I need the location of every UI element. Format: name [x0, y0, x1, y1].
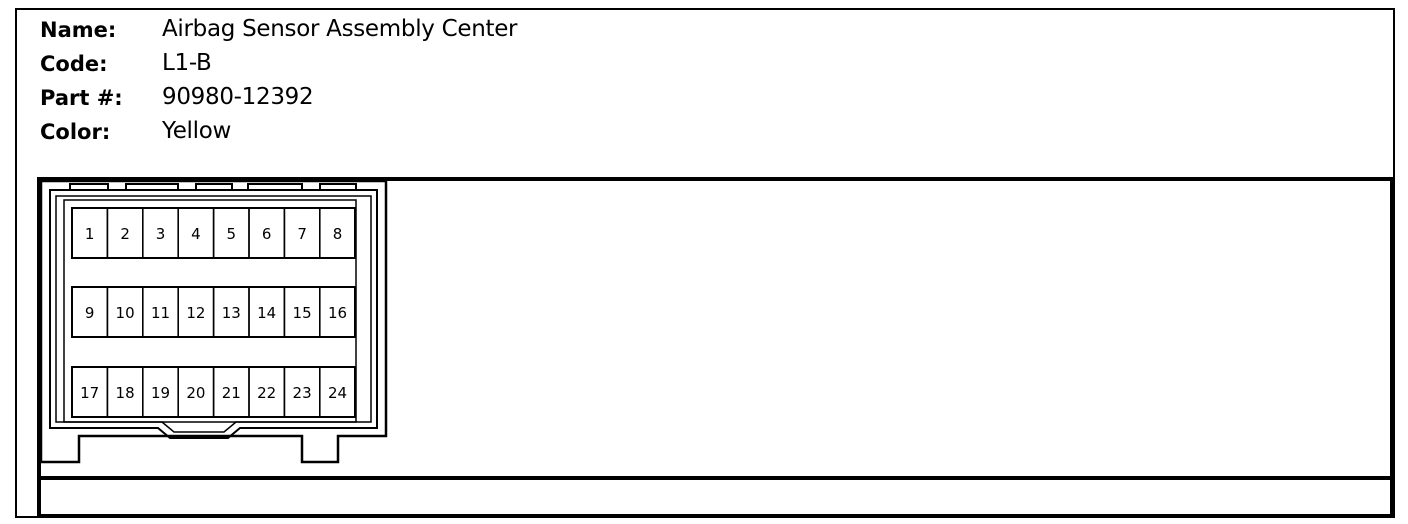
part-value: 90980-12392 [162, 84, 314, 110]
part-label: Part #: [40, 86, 123, 110]
color-value: Yellow [162, 118, 232, 144]
code-label: Code: [40, 52, 108, 76]
name-value: Airbag Sensor Assembly Center [162, 16, 518, 42]
pin-number-5: 5 [227, 225, 237, 243]
pin-number-19: 19 [151, 384, 170, 402]
pin-number-16: 16 [328, 304, 347, 322]
pin-number-4: 4 [191, 225, 201, 243]
name-label: Name: [40, 18, 117, 42]
name-row: Name: Airbag Sensor Assembly Center [40, 14, 740, 48]
pin-number-12: 12 [186, 304, 205, 322]
pin-number-22: 22 [257, 384, 276, 402]
color-row: Color: Yellow [40, 116, 740, 150]
pin-cavity-16 [319, 286, 356, 338]
code-value: L1-B [162, 50, 212, 76]
pin-number-13: 13 [222, 304, 241, 322]
pin-number-15: 15 [293, 304, 312, 322]
pin-number-3: 3 [156, 225, 166, 243]
pin-number-21: 21 [222, 384, 241, 402]
pin-cavity-8 [319, 207, 356, 259]
pin-number-20: 20 [186, 384, 205, 402]
pin-number-23: 23 [293, 384, 312, 402]
pin-number-10: 10 [116, 304, 135, 322]
pin-number-2: 2 [120, 225, 130, 243]
connector-diagram-panel [37, 177, 1394, 480]
pin-number-14: 14 [257, 304, 276, 322]
pin-number-24: 24 [328, 384, 347, 402]
pin-number-18: 18 [116, 384, 135, 402]
notes-box [37, 480, 1394, 518]
part-row: Part #: 90980-12392 [40, 82, 740, 116]
pin-number-6: 6 [262, 225, 272, 243]
pin-number-1: 1 [85, 225, 95, 243]
pin-number-17: 17 [80, 384, 99, 402]
pin-number-7: 7 [297, 225, 307, 243]
pin-number-11: 11 [151, 304, 170, 322]
code-row: Code: L1-B [40, 48, 740, 82]
pin-number-9: 9 [85, 304, 95, 322]
pin-cavity-24 [319, 366, 356, 418]
pin-number-8: 8 [333, 225, 343, 243]
color-label: Color: [40, 120, 111, 144]
